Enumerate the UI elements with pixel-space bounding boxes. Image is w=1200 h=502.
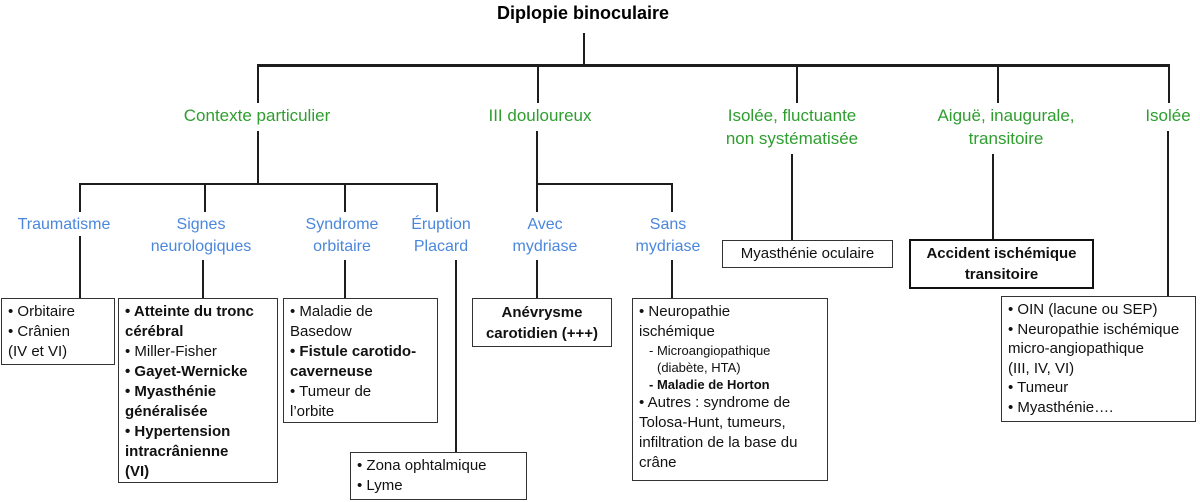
box-anevrysme-text: Anévrysme carotidien (+++) xyxy=(485,303,599,342)
branch-iii-douloureux: III douloureux xyxy=(488,106,592,125)
list-item: • Neuropathie ischémique xyxy=(639,303,731,340)
list-item: • Autres : syndrome de Tolosa-Hunt, tume… xyxy=(639,394,798,471)
connector-drop-contexte xyxy=(257,66,259,103)
box-traumatisme-causes: • Orbitaire • Crânien (IV et VI) xyxy=(1,298,115,365)
list-item: • Lyme xyxy=(357,477,403,494)
list-item: • Myasthénie généralisée xyxy=(125,383,217,420)
box-sans-mydriase-causes: • Neuropathie ischémique - Microangiopat… xyxy=(632,298,828,481)
connector-drop-isolee xyxy=(1168,66,1170,103)
box-myasthenie-text: Myasthénie oculaire xyxy=(740,245,875,262)
connector-drop-iii xyxy=(537,66,539,103)
list-item: • Hypertension intracrânienne (VI) xyxy=(125,423,231,480)
list-item: • Maladie de Basedow xyxy=(290,303,373,340)
connector-sans-stem xyxy=(671,260,673,300)
list-item: • Gayet-Wernicke xyxy=(125,363,248,380)
list-item: • OIN (lacune ou SEP) xyxy=(1008,301,1158,318)
connector-main-bar xyxy=(257,64,1170,67)
connector-aigue-stem xyxy=(992,154,994,239)
box-syndrome-orbitaire-causes: • Maladie de Basedow • Fistule carotido-… xyxy=(283,298,438,423)
connector-eruption-stem xyxy=(455,260,457,452)
box-signes-neurologiques-causes: • Atteinte du tronc cérébral • Miller-Fi… xyxy=(118,298,278,483)
subbranch-syndrome-orbitaire: Syndrome orbitaire xyxy=(305,216,379,255)
connector-drop-traumatisme xyxy=(79,185,81,212)
connector-traumatisme-stem xyxy=(79,236,81,298)
connector-drop-iso-fluct xyxy=(796,66,798,103)
list-item: • Neuropathie ischémique micro-angiopath… xyxy=(1008,320,1180,377)
box-accident-ischemique-transitoire: Accident ischémique transitoire xyxy=(909,239,1094,289)
box-anevrysme-carotidien: Anévrysme carotidien (+++) xyxy=(472,298,612,347)
connector-avec-stem xyxy=(536,260,538,298)
connector-syndrome-stem xyxy=(344,260,346,298)
connector-drop-syndrome xyxy=(344,185,346,212)
connector-contexte-stem xyxy=(257,131,259,184)
box-ait-text: Accident ischémique transitoire xyxy=(926,245,1077,283)
connector-signes-stem xyxy=(202,260,204,298)
connector-drop-avec xyxy=(536,185,538,212)
list-subitem: - Maladie de Horton xyxy=(649,377,770,392)
connector-drop-aigue xyxy=(997,66,999,103)
list-item: • Tumeur de l’orbite xyxy=(290,383,372,420)
subbranch-sans-mydriase: Sans mydriase xyxy=(635,216,701,255)
box-myasthenie-oculaire: Myasthénie oculaire xyxy=(722,240,893,268)
connector-drop-sans xyxy=(671,185,673,212)
connector-iii-bar xyxy=(536,183,673,185)
page-title: Diplopie binoculaire xyxy=(496,3,670,23)
box-eruption-placard-causes: • Zona ophtalmique • Lyme xyxy=(350,452,527,500)
branch-aigue-inaugurale: Aiguë, inaugurale, transitoire xyxy=(937,106,1075,148)
list-item: • Orbitaire xyxy=(8,303,75,320)
list-item: • Miller-Fisher xyxy=(125,343,217,360)
connector-iso-fluct-stem xyxy=(791,154,793,240)
list-item: • Fistule carotido- caverneuse xyxy=(290,343,417,380)
list-item: • Crânien xyxy=(8,323,70,340)
connector-contexte-bar xyxy=(79,183,438,185)
subbranch-eruption-placard: Éruption Placard xyxy=(411,216,471,255)
subbranch-traumatisme: Traumatisme xyxy=(17,216,111,233)
connector-drop-signes xyxy=(204,185,206,212)
list-subitem: - Microangiopathique (diabète, HTA) xyxy=(649,343,771,375)
branch-contexte-particulier: Contexte particulier xyxy=(183,106,331,125)
subbranch-signes-neurologiques: Signes neurologiques xyxy=(150,216,252,255)
connector-drop-eruption xyxy=(436,185,438,212)
branch-isolee-fluctuante: Isolée, fluctuante non systématisée xyxy=(725,106,859,148)
list-item: • Zona ophtalmique xyxy=(357,457,487,474)
connector-title-stem xyxy=(583,33,585,65)
connector-isolee-stem xyxy=(1167,131,1169,296)
list-item: • Myasthénie…. xyxy=(1008,398,1114,416)
list-item: • Atteinte du tronc cérébral xyxy=(125,303,254,340)
list-item: • Tumeur xyxy=(1008,379,1069,396)
connector-iii-stem xyxy=(536,131,538,184)
branch-isolee: Isolée xyxy=(1145,106,1191,125)
list-item: (IV et VI) xyxy=(8,343,68,360)
subbranch-avec-mydriase: Avec mydriase xyxy=(512,216,578,255)
box-isolee-causes: • OIN (lacune ou SEP) • Neuropathie isch… xyxy=(1001,296,1196,422)
